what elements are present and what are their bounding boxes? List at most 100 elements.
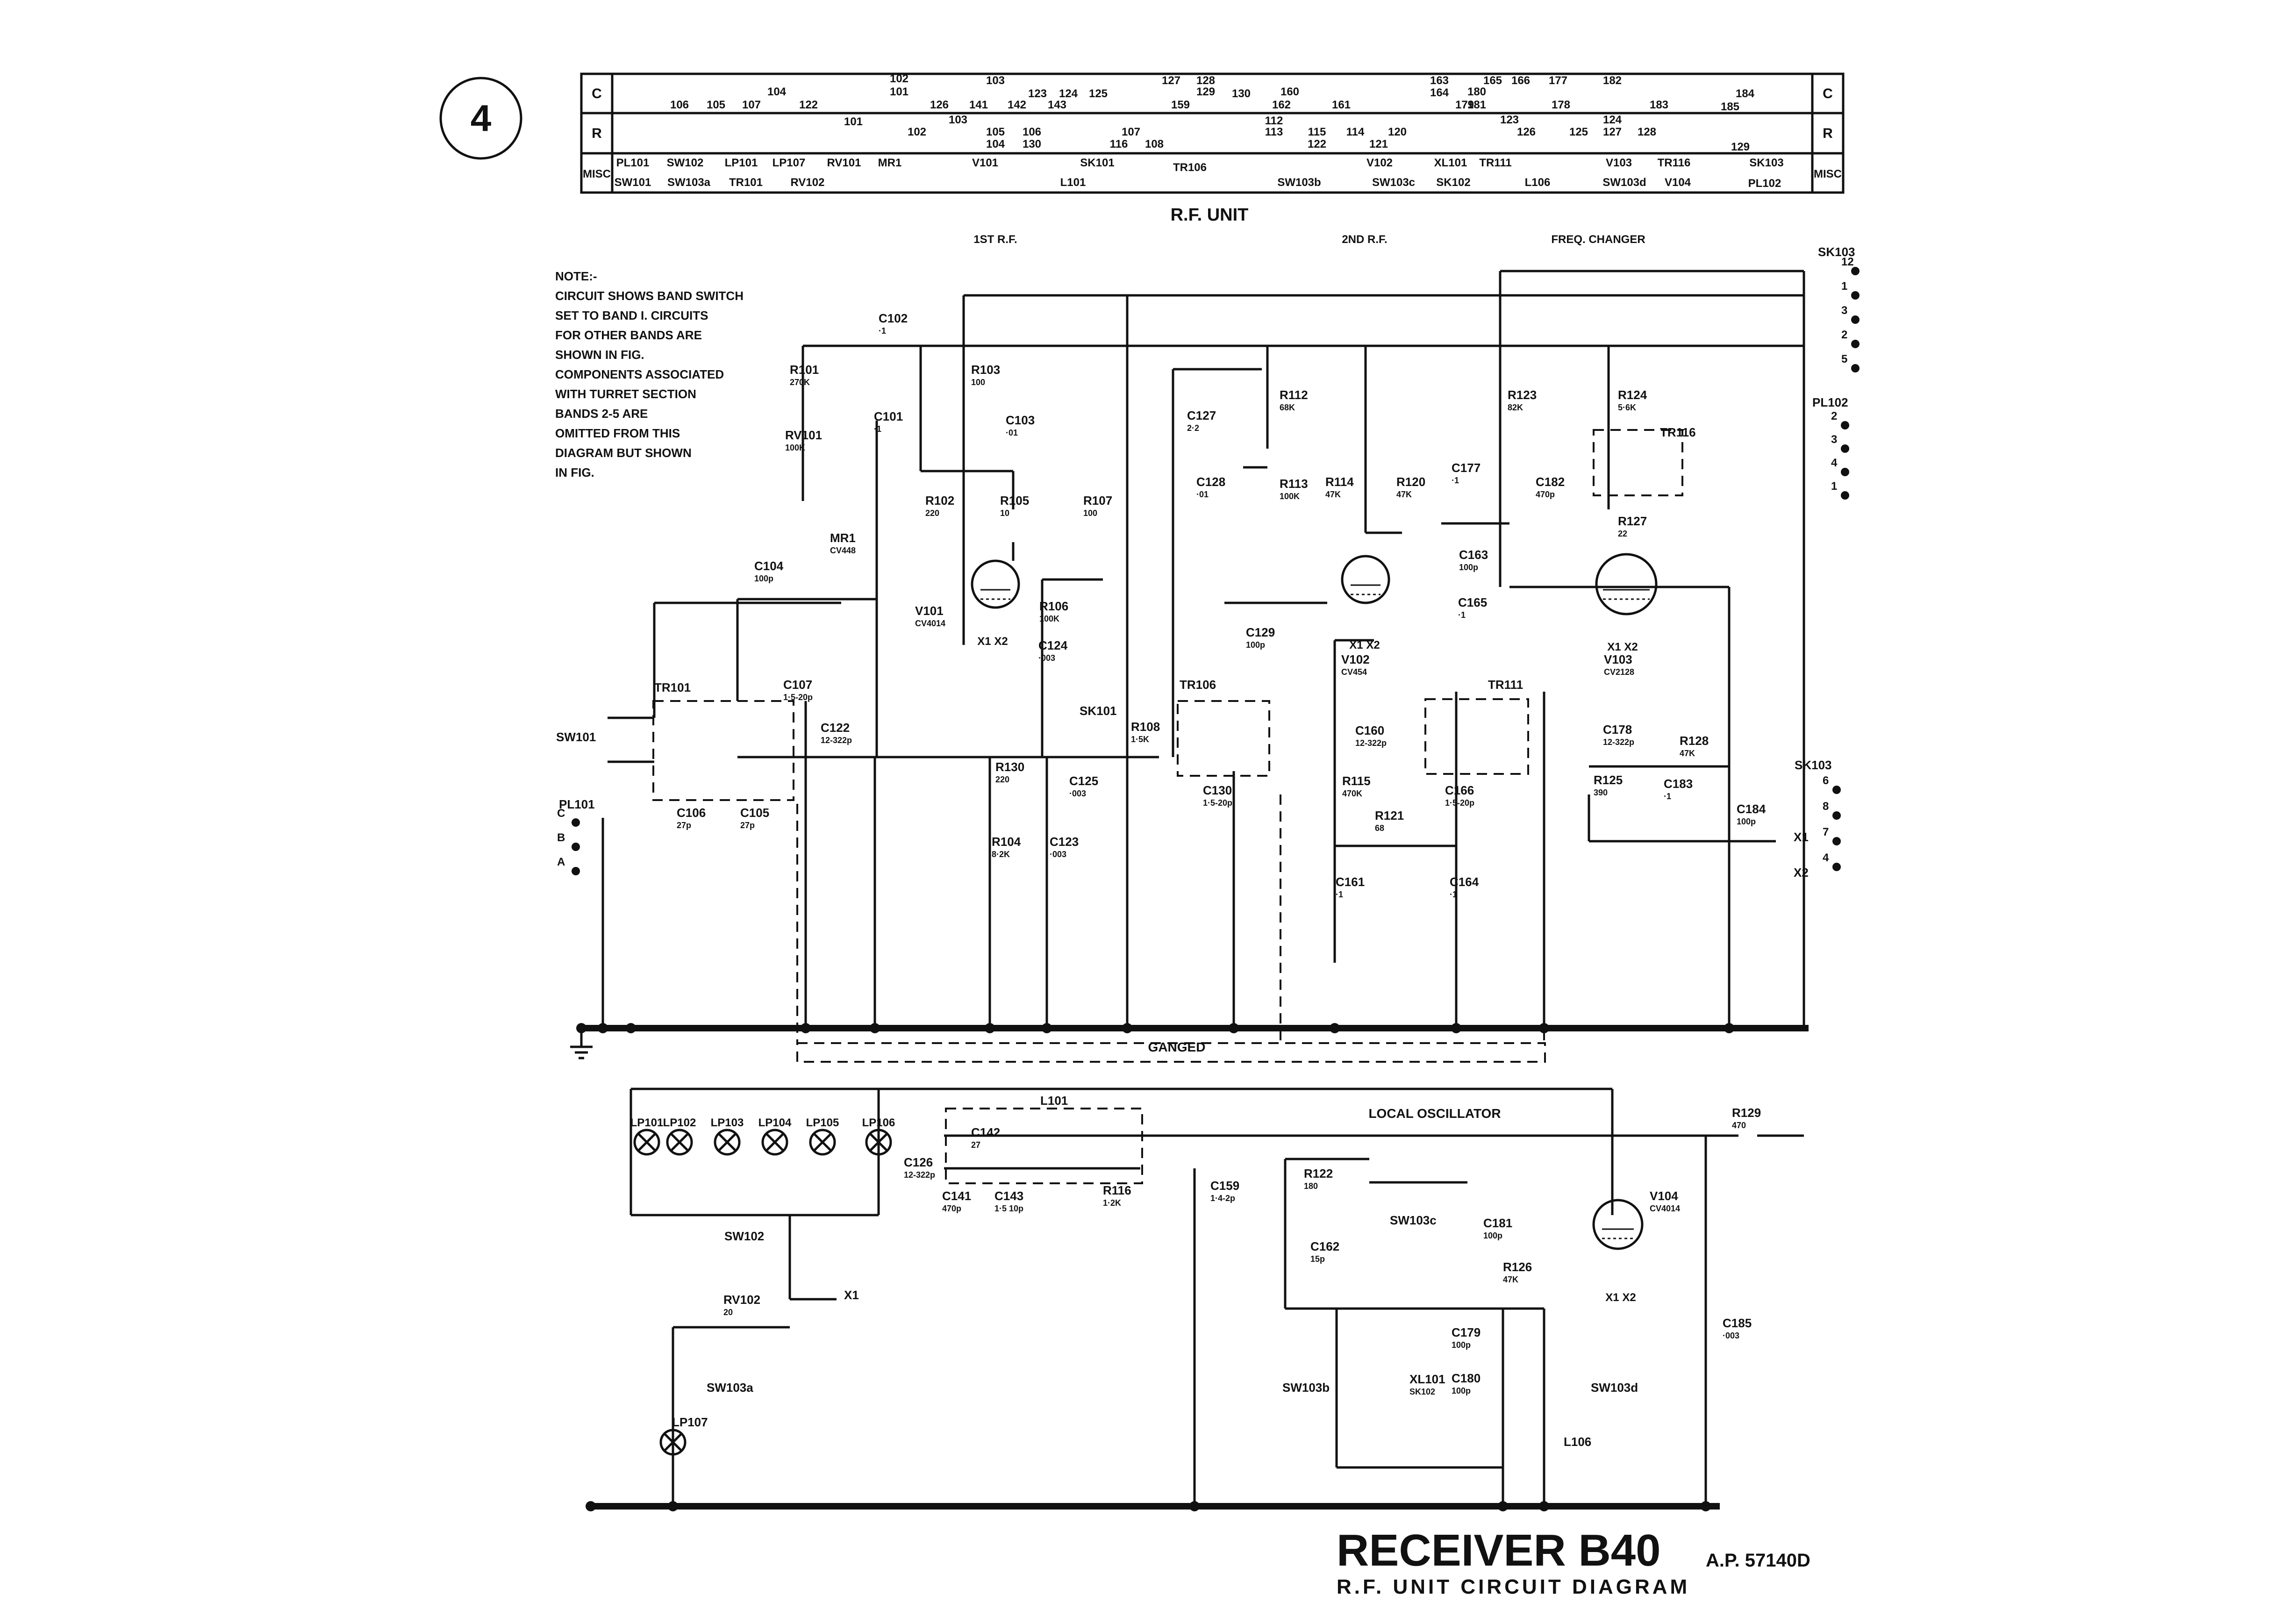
- x1-label-right: X1: [1794, 830, 1809, 844]
- component-ref-c166: C166: [1445, 783, 1474, 797]
- component-value-r130: 220: [995, 775, 1009, 784]
- component-ref-c162: C162: [1310, 1239, 1339, 1253]
- misc-ref: V101: [972, 157, 998, 169]
- component-value-c122: 12-322p: [821, 736, 852, 745]
- bus-junction-dot: [668, 1501, 678, 1511]
- c-ref: 128: [1196, 74, 1215, 87]
- component-value-c179: 100p: [1452, 1340, 1471, 1350]
- component-ref-tr101: TR101: [654, 680, 691, 694]
- component-ref-r122: R122: [1304, 1166, 1333, 1181]
- c-ref: 126: [930, 99, 949, 111]
- sk103-bottom-pin-label-7: 7: [1823, 826, 1829, 838]
- bus-junction-dot: [1451, 1023, 1461, 1033]
- component-value-c127: 2·2: [1187, 423, 1199, 433]
- lamp-label-lp106: LP106: [862, 1116, 895, 1129]
- misc-ref: RV101: [827, 157, 861, 169]
- valve-v104: [1592, 1199, 1644, 1250]
- lamp-lp101: [633, 1129, 660, 1156]
- c-ref: 159: [1171, 99, 1190, 111]
- component-ref-r113: R113: [1280, 477, 1308, 491]
- component-ref-v102: V102: [1341, 652, 1370, 666]
- component-value-c128: ·01: [1196, 490, 1209, 499]
- bus-junction-dot: [1189, 1501, 1200, 1511]
- c-ref: 165: [1483, 74, 1502, 87]
- component-ref-c161: C161: [1336, 875, 1365, 889]
- note-line: SHOWN IN FIG.: [555, 348, 644, 362]
- component-value-mr1: CV448: [830, 546, 856, 555]
- component-ref-c164: C164: [1450, 875, 1479, 889]
- component-ref-c159: C159: [1210, 1179, 1239, 1193]
- c-ref: 183: [1650, 99, 1668, 111]
- component-value-r120: 47K: [1396, 490, 1412, 499]
- component-ref-sw103b: SW103b: [1282, 1381, 1330, 1395]
- component-ref-c123: C123: [1050, 835, 1079, 849]
- v102-heater-label: X1 X2: [1349, 639, 1380, 651]
- misc-ref: SK101: [1080, 157, 1114, 169]
- c-ref: 105: [707, 99, 725, 111]
- misc-ref: LP101: [725, 157, 758, 169]
- component-value-c181: 100p: [1483, 1231, 1502, 1240]
- r-ref: 127: [1603, 126, 1622, 138]
- section-label-2nd-rf: 2ND R.F.: [1342, 233, 1387, 246]
- bus-junction-dot: [1701, 1501, 1711, 1511]
- component-ref-r125: R125: [1594, 773, 1623, 787]
- lamp-cross: [670, 1133, 689, 1152]
- component-value-c130: 1·5-20p: [1203, 798, 1232, 808]
- component-ref-c182: C182: [1536, 475, 1565, 489]
- lamp-label-lp105: LP105: [806, 1116, 839, 1129]
- pl101-pin-label-C: C: [557, 807, 565, 820]
- note-line: SET TO BAND I. CIRCUITS: [555, 308, 708, 322]
- component-ref-c141: C141: [942, 1189, 971, 1203]
- sk103-top-pin-dot: [1851, 291, 1860, 300]
- c-ref: 180: [1467, 86, 1486, 98]
- r-ref: 121: [1369, 138, 1388, 150]
- row-label-r-right: R: [1823, 126, 1833, 141]
- sk103-bottom-pin-dot: [1832, 837, 1841, 845]
- c-ref: 123: [1028, 87, 1047, 100]
- r-ref: 112: [1265, 114, 1283, 127]
- component-ref-rv101: RV101: [785, 428, 822, 442]
- component-value-c178: 12-322p: [1603, 737, 1634, 747]
- pl102-pin-label-4: 4: [1831, 457, 1838, 469]
- component-value-c166: 1·5-20p: [1445, 798, 1474, 808]
- component-value-c102: ·1: [879, 326, 886, 336]
- component-ref-tr116: TR116: [1660, 425, 1696, 439]
- component-ref-v104: V104: [1650, 1189, 1678, 1203]
- component-value-r104: 8·2K: [992, 850, 1010, 859]
- pl102-pin-label-3: 3: [1831, 433, 1837, 446]
- pl102-pin-dot: [1841, 444, 1849, 453]
- bus-junction-dots: [576, 1023, 1734, 1511]
- c-ref: 177: [1549, 74, 1567, 87]
- c-ref: 179: [1455, 99, 1474, 111]
- component-ref-sw103d: SW103d: [1591, 1381, 1638, 1395]
- misc-ref: V102: [1366, 157, 1393, 169]
- r-ref: 128: [1638, 126, 1656, 138]
- pl102-pin-dot: [1841, 491, 1849, 500]
- component-ref-c178: C178: [1603, 723, 1632, 737]
- component-ref-l106: L106: [1564, 1435, 1591, 1449]
- misc-ref: TR101: [729, 176, 763, 189]
- note-line: FOR OTHER BANDS ARE: [555, 328, 702, 342]
- component-ref-c128: C128: [1196, 475, 1225, 489]
- component-value-c104: 100p: [754, 574, 773, 583]
- r-ref: 129: [1731, 141, 1750, 153]
- note-line: CIRCUIT SHOWS BAND SWITCH: [555, 289, 744, 303]
- r-ref: 113: [1265, 126, 1283, 138]
- l101-box: [945, 1108, 1143, 1184]
- sk103-bottom-pin-label-6: 6: [1823, 774, 1829, 787]
- component-ref-r112: R112: [1280, 388, 1308, 402]
- pl101-pin-label-A: A: [557, 856, 565, 868]
- bus-junction-dot: [1498, 1501, 1508, 1511]
- misc-ref: SW103c: [1372, 176, 1415, 189]
- component-value-c177: ·1: [1452, 476, 1459, 485]
- component-ref-r124: R124: [1618, 388, 1647, 402]
- misc-ref: SW103a: [667, 176, 711, 189]
- component-ref-r120: R120: [1396, 475, 1425, 489]
- bus-junction-dot: [1539, 1023, 1549, 1033]
- c-ref: 143: [1048, 99, 1066, 111]
- component-value-v101: CV4014: [915, 619, 945, 628]
- component-ref-c130: C130: [1203, 783, 1232, 797]
- lamp-lp106: [865, 1129, 892, 1156]
